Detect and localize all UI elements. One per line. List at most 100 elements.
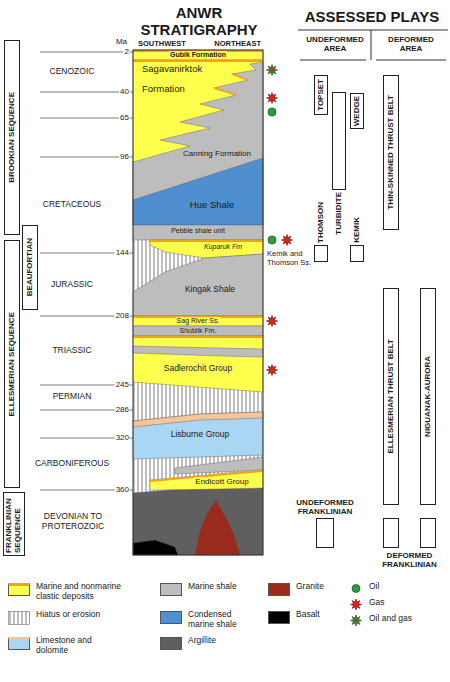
legend-text: Marine shale	[188, 582, 268, 592]
clastic-streak	[150, 240, 263, 242]
sequence-bar: ELLESMERIAN SEQUENCE	[4, 240, 20, 488]
age-number: 286	[115, 405, 130, 414]
formation-name: Kuparuk Fm	[203, 243, 243, 251]
play-name: NIGUANAK-AURORA	[424, 356, 433, 437]
formation-name: Canning Formation	[182, 149, 252, 158]
sequence-bar: BEAUFORTIAN	[22, 225, 38, 310]
oil-gas-symbol	[270, 68, 274, 72]
sequence-name: FRANKLINIAN SEQUENCE	[5, 495, 23, 553]
occurrence-symbols	[267, 65, 293, 376]
hiatus-fill	[133, 50, 263, 555]
age-unit: Ma	[115, 37, 128, 46]
period-name: CRETACEOUS	[42, 200, 102, 210]
age-number: 144	[115, 248, 130, 257]
period-name: PERMIAN	[52, 392, 93, 402]
oil-gas-symbol	[267, 65, 278, 76]
legend-text: Oil	[369, 582, 449, 592]
formation-name: Gubik Formation	[169, 51, 227, 59]
legend-row: Marine and nonmarine clastic deposits	[8, 582, 131, 602]
play-box: THIN-SKINNED THRUST BELT	[383, 75, 399, 230]
panel-rule	[371, 30, 372, 60]
legend-text: Marine and nonmarine clastic deposits	[36, 582, 131, 602]
clastic-streak	[133, 60, 263, 62]
play-box: KEMIK	[350, 245, 364, 262]
play-box-outline	[384, 519, 399, 548]
oil-symbol	[352, 585, 360, 593]
direction-label: SOUTHWEST	[137, 40, 187, 49]
gas-symbol	[267, 93, 278, 104]
panel-rule	[376, 60, 446, 61]
play-name: TURBIDITE	[335, 192, 344, 235]
shale-unit	[133, 62, 263, 225]
area-heading: DEFORMED AREA	[379, 35, 443, 53]
legend-row: Granite	[268, 582, 356, 596]
oil-symbol	[268, 236, 276, 244]
column-outline	[133, 50, 263, 555]
age-number: 360	[115, 485, 130, 494]
age-number: 245	[115, 380, 130, 389]
sequence-bar: FRANKLINIAN SEQUENCE	[3, 492, 25, 556]
legend-row: Condensed marine shale	[160, 610, 250, 630]
legend-swatch	[268, 611, 290, 624]
legend-row: Gas	[345, 598, 449, 611]
formation-name: Sadlerochit Group	[163, 364, 234, 374]
period-name: TRIASSIC	[51, 346, 92, 356]
legend-text: Argillite	[188, 636, 268, 646]
oil-gas-symbol	[351, 615, 362, 626]
argillite-unit	[133, 488, 263, 555]
play-name: UNDEFORMED FRANKLINIAN	[290, 498, 360, 516]
basalt-body	[133, 540, 178, 555]
legend-text: Condensed marine shale	[188, 610, 250, 630]
clastic-unit	[133, 336, 263, 392]
legend-text: Hiatus or erosion	[36, 610, 131, 620]
condensed-shale-unit	[133, 158, 263, 225]
sequence-bar: BROOKIAN SEQUENCE	[4, 40, 20, 235]
limestone-unit	[133, 412, 263, 459]
age-number: 208	[115, 311, 130, 320]
clastic-streak	[133, 336, 263, 338]
direction-label: NORTHEAST	[213, 40, 262, 49]
gubik-unit	[133, 50, 263, 60]
play-name: THOMSON	[317, 202, 326, 243]
age-number: 96	[119, 152, 130, 161]
legend-symbol	[349, 598, 363, 611]
play-name: ELLESMERIAN THRUST BELT	[387, 339, 396, 454]
play-box: WEDGE	[350, 93, 364, 129]
shale-unit	[133, 225, 263, 240]
panel-rule	[298, 30, 448, 31]
legend-swatch	[8, 637, 30, 650]
sequence-name: ELLESMERIAN SEQUENCE	[8, 312, 17, 416]
sequence-name: BROOKIAN SEQUENCE	[8, 92, 17, 183]
age-tick	[40, 52, 133, 53]
play-box-outline	[421, 519, 436, 548]
play-box: UNDEFORMED FRANKLINIAN	[316, 518, 334, 548]
legend-symbol	[349, 614, 363, 627]
shale-unit	[133, 326, 263, 336]
legend-text: Granite	[296, 582, 356, 592]
formation-name: Formation	[141, 84, 186, 95]
age-number: 40	[119, 87, 130, 96]
play-name: KEMIK	[353, 217, 362, 243]
legend-row: Limestone and dolomite	[8, 636, 106, 656]
legend-row: Basalt	[268, 610, 356, 624]
period-name: CENOZOIC	[49, 67, 96, 77]
play-name: WEDGE	[353, 96, 362, 126]
legend-text: Limestone and dolomite	[36, 636, 106, 656]
clastic-unit	[150, 470, 263, 490]
age-number: 320	[115, 433, 130, 442]
age-number: 2	[124, 47, 130, 56]
legend-swatch	[160, 637, 182, 650]
shale-unit	[133, 346, 263, 357]
formation-name: Endicott Group	[194, 477, 249, 486]
clastic-unit	[133, 60, 263, 225]
legend-row: Argillite	[160, 636, 268, 650]
legend-swatch	[160, 611, 182, 624]
formation-name: Pebble shale unit	[170, 227, 226, 235]
legend-row: Marine shale	[160, 582, 268, 596]
play-name: THIN-SKINNED THRUST BELT	[387, 95, 396, 210]
legend-swatch	[268, 583, 290, 596]
legend-text: Oil and gas	[369, 614, 449, 624]
legend-swatch	[160, 583, 182, 596]
panel-rule	[300, 60, 366, 61]
